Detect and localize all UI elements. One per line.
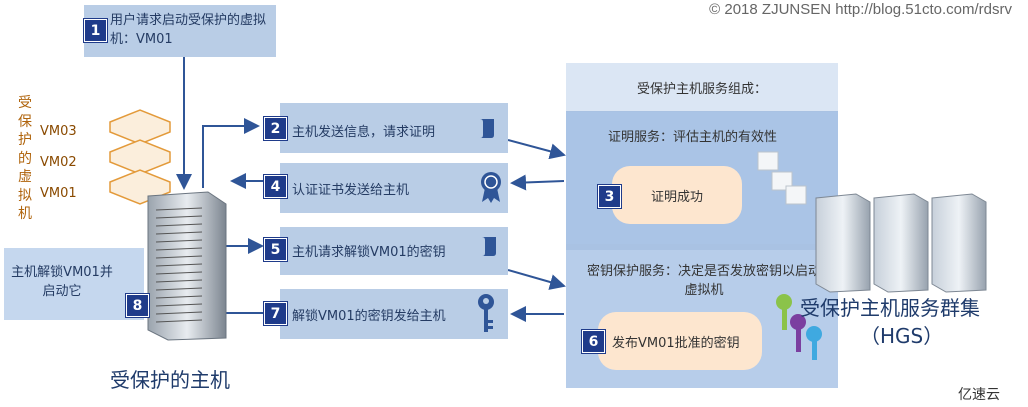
protected-host-label: 受保护的主机 — [110, 368, 230, 392]
step-5-text: 主机请求解锁VM01的密钥 — [292, 245, 446, 260]
arrow-to-attest — [507, 139, 566, 160]
watermark-text: 亿速云 — [958, 387, 1000, 403]
step-1-box: 用户请求启动受保护的虚拟机：VM01 — [84, 5, 276, 57]
hgs-header: 受保护主机服务组成： — [566, 63, 838, 111]
arrow-cert-back — [510, 174, 565, 191]
step-8-box — [4, 248, 144, 320]
documents-icon — [757, 151, 807, 205]
colored-keys-icon — [776, 294, 822, 360]
vm-label: VM02 — [40, 155, 77, 170]
step-2-box: 主机发送信息，请求证明 — [280, 103, 508, 153]
attestation-success-bubble: 证明成功 — [612, 166, 742, 224]
step-7-box: 解锁VM01的密钥发给主机 — [280, 289, 508, 339]
step-1-text: 用户请求启动受保护的虚拟机：VM01 — [110, 13, 267, 47]
step-8-badge: 8 — [126, 294, 149, 317]
step-4-badge: 4 — [264, 175, 287, 198]
hgs-cluster-abbr: （HGS） — [860, 324, 944, 348]
protected-vm-vertical-label: 受保护的虚拟机 — [18, 95, 32, 222]
certificate-ribbon-icon — [481, 172, 501, 203]
step-6-text: 发布VM01批准的密钥 — [612, 335, 740, 351]
vm-label: VM01 — [40, 186, 77, 201]
key-protection-title: 密钥保护服务：决定是否发放密钥以启动虚拟机 — [586, 264, 821, 298]
step-5-badge: 5 — [264, 238, 287, 261]
step-2-text: 主机发送信息，请求证明 — [292, 125, 436, 140]
step-3-badge: 3 — [598, 185, 621, 208]
step-7-text: 解锁VM01的密钥发给主机 — [292, 309, 446, 324]
arrow-to-keyprot — [507, 269, 566, 290]
step-3-text: 证明成功 — [650, 189, 703, 205]
hgs-server-cluster-icon — [815, 193, 987, 293]
scroll-icon — [482, 237, 496, 256]
step-8-text: 主机解锁VM01并启动它 — [11, 265, 113, 299]
step-1-badge: 1 — [84, 19, 107, 42]
attestation-title: 证明服务：评估主机的有效性 — [608, 130, 778, 145]
step-4-box: 认证证书发送给主机 — [280, 163, 508, 213]
step-7-badge: 7 — [264, 302, 287, 325]
arrow-step2 — [202, 118, 260, 188]
step-2-badge: 2 — [264, 117, 287, 140]
copyright-text: © 2018 ZJUNSEN http://blog.51cto.com/rds… — [709, 1, 1012, 18]
step-4-text: 认证证书发送给主机 — [292, 183, 410, 198]
step-6-badge: 6 — [582, 330, 605, 353]
step-5-box: 主机请求解锁VM01的密钥 — [280, 227, 508, 275]
key-icon — [478, 294, 494, 332]
key-release-bubble: 发布VM01批准的密钥 — [598, 312, 762, 370]
server-icon — [147, 191, 227, 341]
scroll-icon — [480, 119, 494, 138]
hgs-cluster-label: 受保护主机服务群集 — [800, 296, 980, 320]
vm-label: VM03 — [40, 124, 77, 139]
